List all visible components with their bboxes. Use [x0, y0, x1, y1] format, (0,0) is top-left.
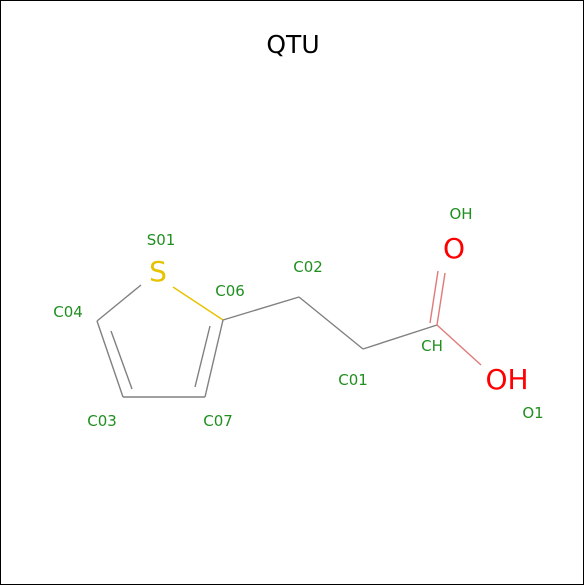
- bond-c01-ch: [362, 324, 438, 350]
- atom-label-o1: O1: [522, 404, 543, 422]
- atom-label-c02: C02: [293, 258, 323, 276]
- atom-label-layer: S01 C04 C06 C03 C07 C02 C01 CH OH O1: [53, 205, 543, 430]
- bond-c07-c06: [204, 319, 224, 398]
- hydroxyl-symbol: OH: [485, 363, 528, 396]
- atom-label-c03: C03: [87, 412, 117, 430]
- bond-c07-c06-inner: [194, 325, 211, 388]
- bond-ch-oh: [436, 324, 482, 366]
- bond-s01-c06: [172, 286, 224, 321]
- bond-c06-c02: [222, 296, 300, 321]
- oxygen-double-symbol: O: [443, 232, 465, 265]
- sulfur-symbol: S: [149, 255, 167, 288]
- atom-label-oh: OH: [449, 205, 472, 223]
- bond-c04-c03-inner: [110, 330, 133, 390]
- molecule-title: QTU: [266, 30, 319, 59]
- atom-label-s01: S01: [147, 231, 176, 249]
- atom-label-c07: C07: [203, 412, 233, 430]
- atom-label-c06: C06: [215, 282, 245, 300]
- atom-label-c01: C01: [338, 371, 368, 389]
- bond-c04-c03: [96, 320, 124, 398]
- atom-label-c04: C04: [53, 303, 83, 321]
- bond-s01-c04: [96, 284, 142, 322]
- bond-c02-c01: [298, 296, 364, 350]
- bond-ch-o-double: [436, 272, 446, 326]
- bond-layer: [96, 270, 482, 398]
- bond-ch-o-double-inner: [429, 270, 439, 324]
- atom-label-ch: CH: [421, 337, 443, 355]
